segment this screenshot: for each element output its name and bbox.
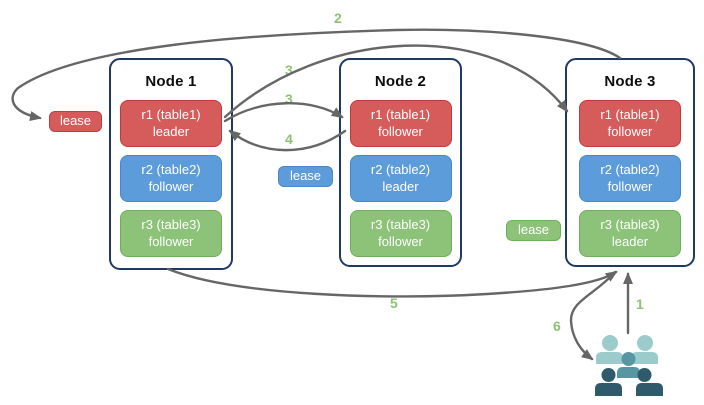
node-1-box: Node 1 r1 (table1) leader r2 (table2) fo…: [109, 58, 233, 270]
step-label-1: 1: [636, 296, 644, 312]
replica-role: follower: [378, 233, 423, 249]
users-group-icon: [595, 335, 663, 396]
node-3-title: Node 3: [604, 73, 656, 90]
arrow-step-3-leader-to-node2-follower: [223, 102, 344, 123]
replica-role: follower: [148, 233, 194, 249]
arrow-step-2-node3-to-lease: [11, 28, 622, 121]
node1-replica-r3: r3 (table3) follower: [120, 210, 222, 257]
node3-replica-r2: r2 (table2) follower: [579, 155, 681, 202]
node3-replica-r1: r1 (table1) follower: [579, 100, 681, 147]
replica-name: r2 (table2): [600, 161, 660, 177]
replica-name: r3 (table3): [370, 216, 431, 232]
step-label-2: 2: [334, 10, 342, 26]
lease-tag-table2: lease: [278, 166, 333, 187]
node2-replica-r1: r1 (table1) follower: [349, 100, 452, 147]
replica-name: r1 (table1): [370, 106, 431, 122]
replica-role: follower: [607, 123, 653, 139]
replica-role: leader: [152, 123, 190, 139]
node-1-title: Node 1: [145, 73, 197, 90]
replica-name: r1 (table1): [141, 106, 201, 122]
step-label-3a: 3: [285, 62, 293, 78]
step-label-6: 6: [553, 318, 561, 334]
replica-name: r2 (table2): [370, 161, 431, 177]
step-label-4: 4: [285, 131, 293, 147]
node-2-box: Node 2 r1 (table1) follower r2 (table2) …: [339, 58, 462, 267]
replica-name: r3 (table3): [141, 216, 201, 232]
replica-name: r2 (table2): [141, 161, 201, 177]
node1-replica-r1: r1 (table1) leader: [120, 100, 222, 147]
node2-replica-r2: r2 (table2) leader: [349, 155, 452, 202]
lease-tag-table1: lease: [49, 111, 102, 132]
replica-role: follower: [378, 123, 423, 139]
arrow-step-5-node1-to-node3: [166, 267, 618, 298]
node-2-title: Node 2: [374, 73, 427, 90]
replica-role: follower: [148, 178, 194, 194]
node1-replica-r2: r2 (table2) follower: [120, 155, 222, 202]
node3-replica-r3: r3 (table3) leader: [579, 210, 681, 257]
replica-role: leader: [611, 233, 649, 249]
replica-name: r1 (table1): [600, 106, 660, 122]
arrow-step-6-node3-to-users: [569, 270, 617, 361]
replica-role: follower: [607, 178, 653, 194]
node-3-box: Node 3 r1 (table1) follower r2 (table2) …: [565, 58, 695, 267]
replica-name: r3 (table3): [600, 216, 660, 232]
step-label-3b: 3: [285, 91, 293, 107]
replica-role: leader: [382, 178, 419, 194]
lease-tag-table3: lease: [506, 220, 561, 241]
node2-replica-r3: r3 (table3) follower: [349, 210, 452, 257]
step-label-5: 5: [390, 295, 398, 311]
